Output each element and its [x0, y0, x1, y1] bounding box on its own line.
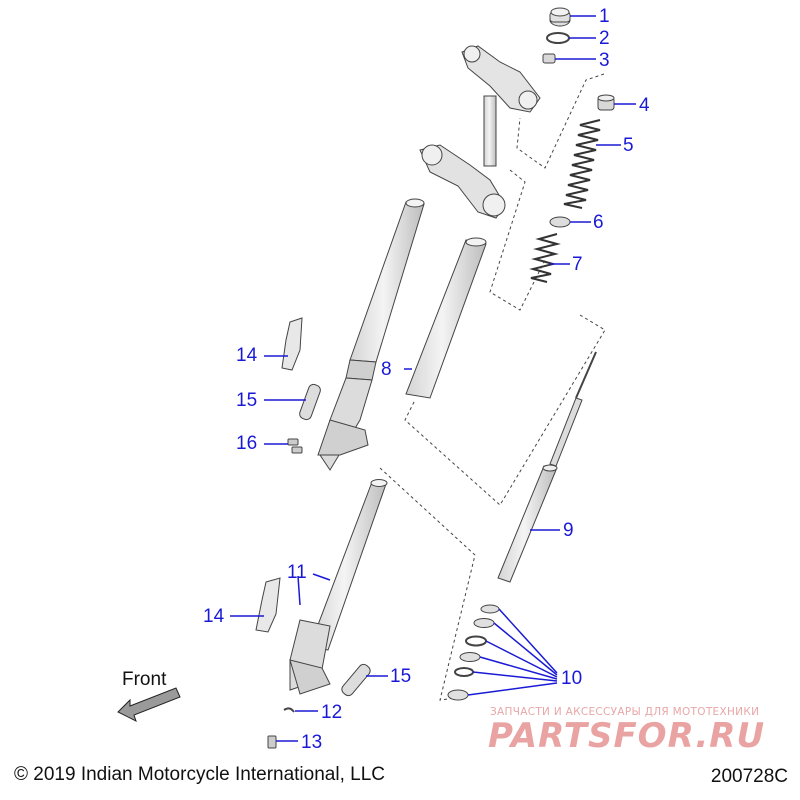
callout-12[interactable]: 12 [321, 702, 343, 723]
part-13-bolt [267, 735, 277, 749]
callout-5[interactable]: 5 [623, 135, 634, 156]
part-15-pad-lower [341, 663, 371, 697]
part-14-guard-lower [255, 577, 281, 633]
callout-4[interactable]: 4 [639, 95, 650, 116]
callout-14-upper[interactable]: 14 [236, 345, 258, 366]
part-5-spring [563, 119, 601, 209]
part-14-guard-upper [281, 317, 303, 371]
part-7-spring [529, 233, 561, 283]
callout-6[interactable]: 6 [593, 212, 604, 233]
part-10-seals [447, 604, 500, 701]
callout-14-lower[interactable]: 14 [203, 606, 225, 627]
part-1-cap [549, 7, 571, 27]
part-6-washer [549, 216, 571, 228]
watermark-tagline: ЗАПЧАСТИ И АКСЕССУАРЫ ДЛЯ МОТОТЕХНИКИ [490, 706, 760, 718]
callout-3[interactable]: 3 [599, 50, 610, 71]
callout-10[interactable]: 10 [561, 668, 583, 689]
callout-15-upper[interactable]: 15 [236, 390, 258, 411]
diagram-code: 200728C [710, 766, 788, 787]
callout-9[interactable]: 9 [563, 520, 574, 541]
part-16-screws [287, 438, 303, 454]
part-4-nut [597, 94, 615, 111]
lower-triple-clamp [419, 144, 506, 219]
left-fork-tube [317, 198, 425, 471]
part-3-nut [542, 53, 556, 64]
watermark-logo: PARTSFOR.RU [488, 716, 766, 756]
callout-13[interactable]: 13 [301, 732, 323, 753]
part-15-pad-upper [299, 383, 321, 421]
front-label: Front [122, 669, 167, 690]
callout-15-lower[interactable]: 15 [390, 666, 412, 687]
callout-1[interactable]: 1 [599, 6, 610, 27]
callout-leader-lines [230, 15, 636, 742]
part-2-oring [546, 32, 570, 44]
upper-triple-clamp [461, 45, 541, 113]
callout-8[interactable]: 8 [381, 359, 392, 380]
copyright-text: © 2019 Indian Motorcycle International, … [14, 764, 385, 785]
lower-fork-assembly [289, 479, 388, 695]
part-8-fork-tube [405, 237, 487, 399]
callout-11[interactable]: 11 [287, 562, 307, 583]
part-12-clip [283, 707, 295, 713]
callout-2[interactable]: 2 [599, 28, 610, 49]
assembly-dashed-lines [379, 73, 606, 701]
steering-stem [483, 95, 497, 167]
part-9-damper-rod [497, 351, 597, 583]
callout-7[interactable]: 7 [572, 254, 583, 275]
callout-16[interactable]: 16 [236, 433, 258, 454]
front-arrow [117, 687, 181, 722]
